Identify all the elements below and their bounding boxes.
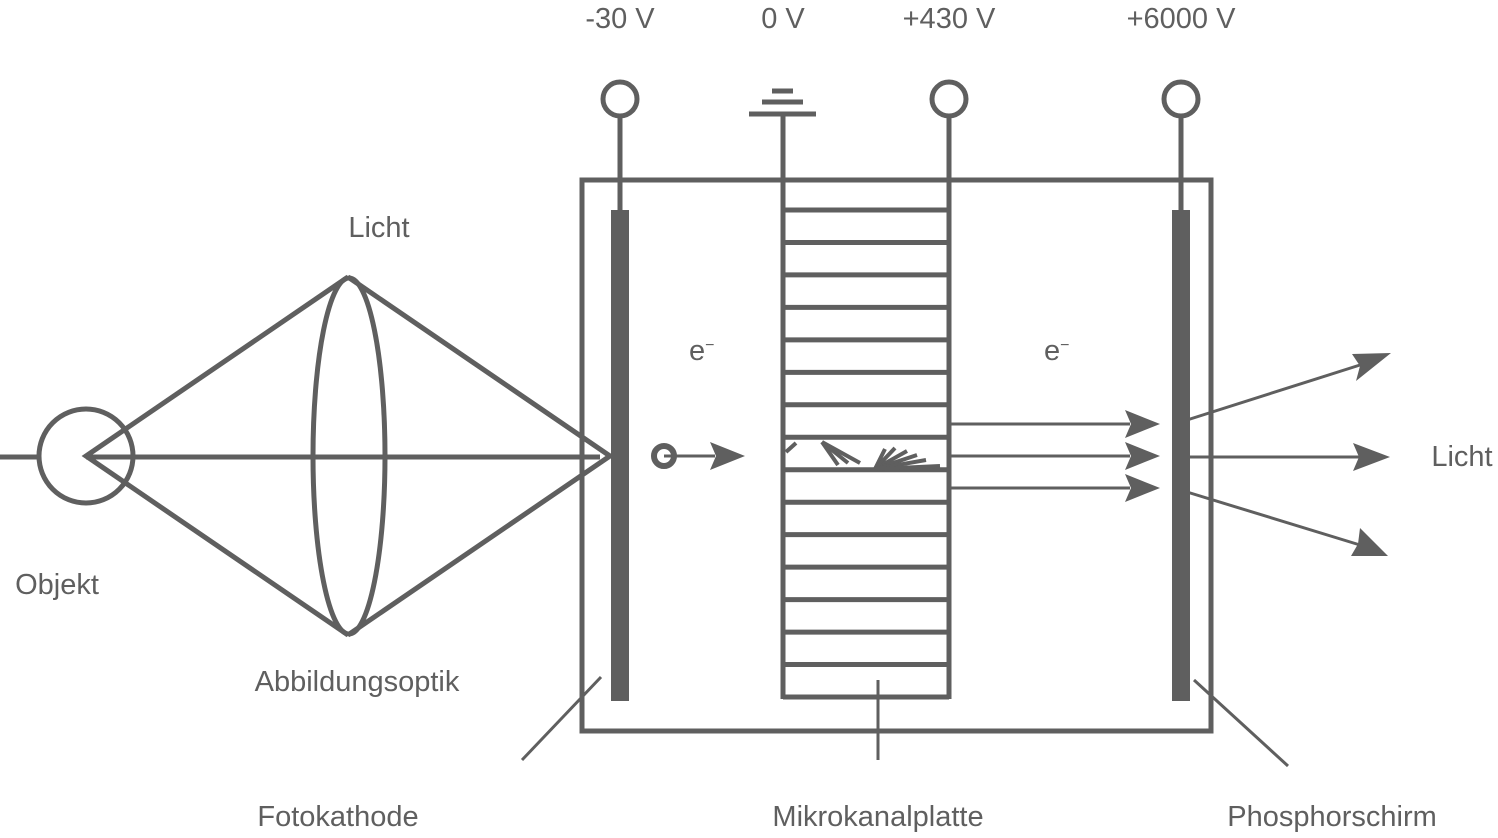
electron-cascade <box>784 440 941 471</box>
ground-icon <box>749 88 816 212</box>
label-object: Objekt <box>15 569 99 601</box>
voltage-photocathode: -30 V <box>585 3 655 35</box>
label-electron-1: e− <box>689 335 714 367</box>
label-light-out: Licht <box>1431 441 1492 473</box>
label-mcp: Mikrokanalplatte <box>772 801 983 833</box>
leader-phosphor <box>1192 678 1290 768</box>
arrowheads <box>710 353 1391 556</box>
leader-photocathode <box>520 675 603 762</box>
voltage-mcp: +430 V <box>903 3 996 35</box>
voltage-phosphor: +6000 V <box>1127 3 1237 35</box>
microchannel-plate <box>780 207 952 700</box>
label-electron-2: e− <box>1044 335 1069 367</box>
ray-right <box>346 274 615 638</box>
photocathode-plate <box>611 210 629 701</box>
label-optics: Abbildungsoptik <box>255 666 460 698</box>
lens <box>310 275 388 637</box>
phosphor-screen-plate <box>1172 210 1190 701</box>
voltage-ground: 0 V <box>761 3 805 35</box>
label-photocathode: Fotokathode <box>257 801 418 833</box>
terminal-phosphor <box>1161 79 1201 119</box>
label-phosphor: Phosphorschirm <box>1227 801 1437 833</box>
terminal-photocathode <box>600 79 640 119</box>
label-light-in: Licht <box>348 212 409 244</box>
terminal-mcp-out <box>929 79 969 119</box>
